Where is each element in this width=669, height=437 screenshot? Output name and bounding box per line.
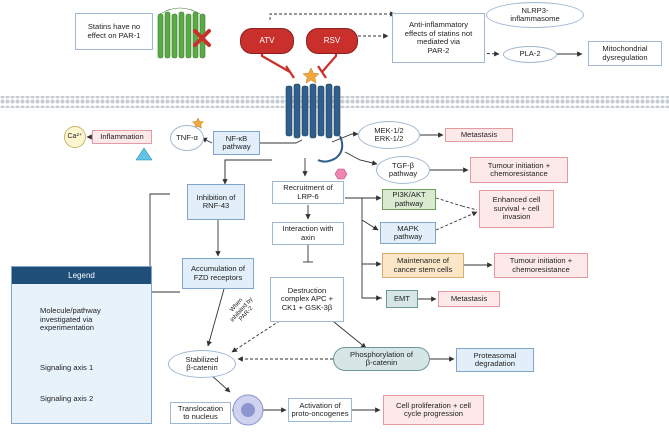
proliferation-box: Cell proliferation + cell cycle progress… (383, 395, 484, 425)
inhibition-rnf43-box: Inhibition of RNF-43 (187, 184, 245, 220)
mapk-box: MAPK pathway (380, 222, 436, 244)
par1-receptor-icon (157, 7, 206, 59)
hexagon-icon (334, 168, 348, 180)
mek-erk-node: MEK-1/2 ERK-1/2 (358, 121, 420, 149)
triangle-icon (135, 147, 153, 161)
maintenance-stem-cells-box: Maintenance of cancer stem cells (382, 253, 464, 278)
enhanced-survival-box: Enhanced cell survival + cell invasion (479, 190, 554, 228)
tgf-node: TGF-β pathway (376, 156, 430, 184)
mitochondrial-box: Mitochondrial dysregulation (588, 41, 662, 66)
metastasis-box-2: Metastasis (438, 291, 500, 307)
par2-receptor-icon (285, 83, 344, 163)
phosphorylation-box: Phosphorylation of β-catenin (333, 347, 430, 371)
tumour-box-2: Tumour initiation + chemoresistance (494, 253, 588, 278)
accumulation-fzd-box: Accumulation of FZD receptors (182, 258, 254, 289)
inflammation-box: Inflammation (92, 130, 152, 144)
no-effect-x-icon (193, 29, 211, 47)
stabilized-beta-catenin-node: Stabilized β-catenin (168, 350, 236, 378)
legend-title: Legend (12, 267, 151, 284)
legend-item-star: Molecule/pathway investigated via experi… (40, 306, 101, 333)
statins-no-effect-box: Statins have no effect on PAR-1 (75, 13, 153, 50)
pla2-node: PLA-2 (503, 46, 557, 63)
legend-item-triangle: Signaling axis 2 (40, 394, 94, 403)
nfkb-box: NF-κB pathway (213, 131, 260, 155)
translocation-box: Translocation to nucleus (170, 402, 231, 424)
atv-node: ATV (240, 28, 294, 54)
interaction-axin-box: Interaction with axin (272, 222, 344, 245)
star-icon (302, 67, 320, 84)
rsv-node: RSV (306, 28, 358, 54)
activation-oncogenes-box: Activation of proto-oncogenes (288, 398, 352, 422)
metastasis-box-1: Metastasis (445, 128, 513, 142)
pi3k-akt-box: PI3K/AKT pathway (382, 189, 436, 210)
nucleus-core-icon (241, 403, 255, 417)
emt-box: EMT (386, 290, 418, 308)
tnf-node: TNF-α (170, 125, 204, 151)
legend: Legend Molecule/pathway investigated via… (11, 266, 152, 424)
legend-item-hexagon: Signaling axis 1 (40, 363, 94, 372)
proteasomal-box: Proteasomal degradation (456, 348, 534, 372)
destruction-complex-box: Destruction complex APC + CK1 + GSK-3β (270, 277, 344, 322)
recruitment-lrp6-box: Recruitment of LRP-6 (272, 181, 344, 204)
anti-inflammatory-box: Anti-inflammatory effects of statins not… (392, 13, 485, 63)
tumour-box-1: Tumour initiation + chemoresistance (470, 157, 568, 183)
nlrp3-node: NLRP3- inflammasome (486, 2, 584, 28)
calcium-node: Ca²⁺ (64, 126, 86, 148)
